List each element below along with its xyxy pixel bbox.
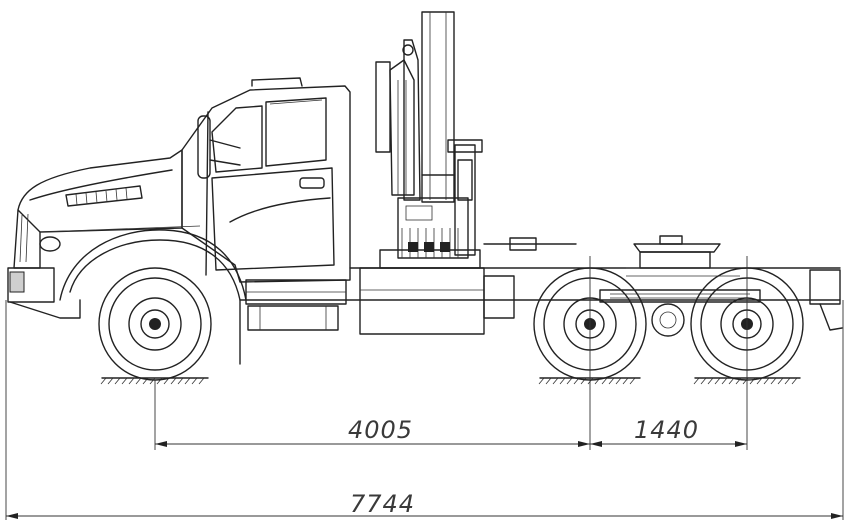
hatch-mark [721, 377, 728, 385]
hatch-mark [559, 377, 566, 385]
hatch-mark [135, 377, 142, 385]
cab [7, 77, 351, 365]
dimension-overall-length: 7744 [350, 490, 415, 518]
hatch-mark [170, 377, 177, 385]
hatch-mark [770, 377, 777, 385]
hatch-mark [756, 377, 763, 385]
hatch-mark [693, 377, 700, 385]
ground-hatching [100, 377, 801, 385]
hatch-mark [707, 377, 714, 385]
wheel-front [98, 267, 212, 381]
hatch-mark [601, 377, 608, 385]
dimension-wheelbase-front: 4005 [348, 416, 413, 444]
hatch-mark [580, 377, 587, 385]
hatch-mark [728, 377, 735, 385]
hatch-mark [198, 377, 205, 385]
hatch-mark [566, 377, 573, 385]
hatch-mark [784, 377, 791, 385]
hatch-mark [156, 377, 163, 385]
hatch-mark [763, 377, 770, 385]
hatch-mark [128, 377, 135, 385]
hatch-mark [615, 377, 622, 385]
hatch-mark [777, 377, 784, 385]
hatch-mark [545, 377, 552, 385]
crane [375, 11, 483, 259]
hatch-mark [552, 377, 559, 385]
hatch-mark [622, 377, 629, 385]
hatch-mark [114, 377, 121, 385]
hatch-mark [629, 377, 636, 385]
hatch-mark [791, 377, 798, 385]
hatch-mark [700, 377, 707, 385]
hatch-mark [100, 377, 107, 385]
hatch-mark [121, 377, 128, 385]
hatch-mark [177, 377, 184, 385]
dimension-wheelbase-rear: 1440 [634, 416, 699, 444]
hatch-mark [714, 377, 721, 385]
hatch-mark [587, 377, 594, 385]
hatch-mark [538, 377, 545, 385]
hatch-mark [184, 377, 191, 385]
hatch-mark [191, 377, 198, 385]
dimension-lines [5, 256, 844, 520]
hatch-mark [107, 377, 114, 385]
hatch-mark [149, 377, 156, 385]
hatch-mark [608, 377, 615, 385]
